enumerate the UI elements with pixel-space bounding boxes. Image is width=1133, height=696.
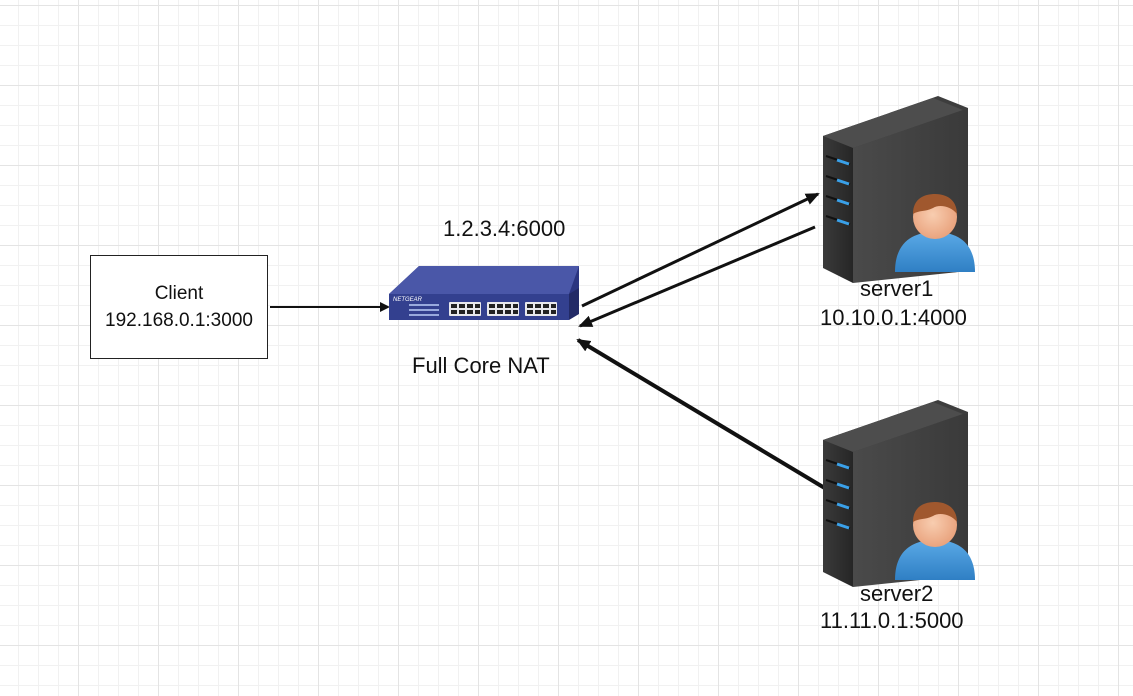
svg-text:NETGEAR: NETGEAR bbox=[393, 297, 423, 303]
client-name: Client bbox=[154, 283, 204, 304]
arrow-server2-to-nat bbox=[576, 338, 830, 492]
client-node: Client 192.168.0.1:3000 bbox=[90, 255, 268, 359]
network-switch-icon: NETGEAR bbox=[389, 266, 579, 320]
nat-label: Full Core NAT bbox=[412, 353, 550, 378]
nat-public-address: 1.2.3.4:6000 bbox=[443, 216, 566, 241]
server1-name: server1 bbox=[860, 276, 934, 301]
server2-name: server2 bbox=[860, 581, 934, 606]
arrow-server1-to-nat bbox=[578, 225, 816, 328]
server2-address: 11.11.0.1:5000 bbox=[820, 608, 964, 633]
arrow-nat-to-server1 bbox=[581, 192, 820, 308]
client-address: 192.168.0.1:3000 bbox=[105, 310, 253, 331]
server1-address: 10.10.0.1:4000 bbox=[820, 305, 967, 330]
